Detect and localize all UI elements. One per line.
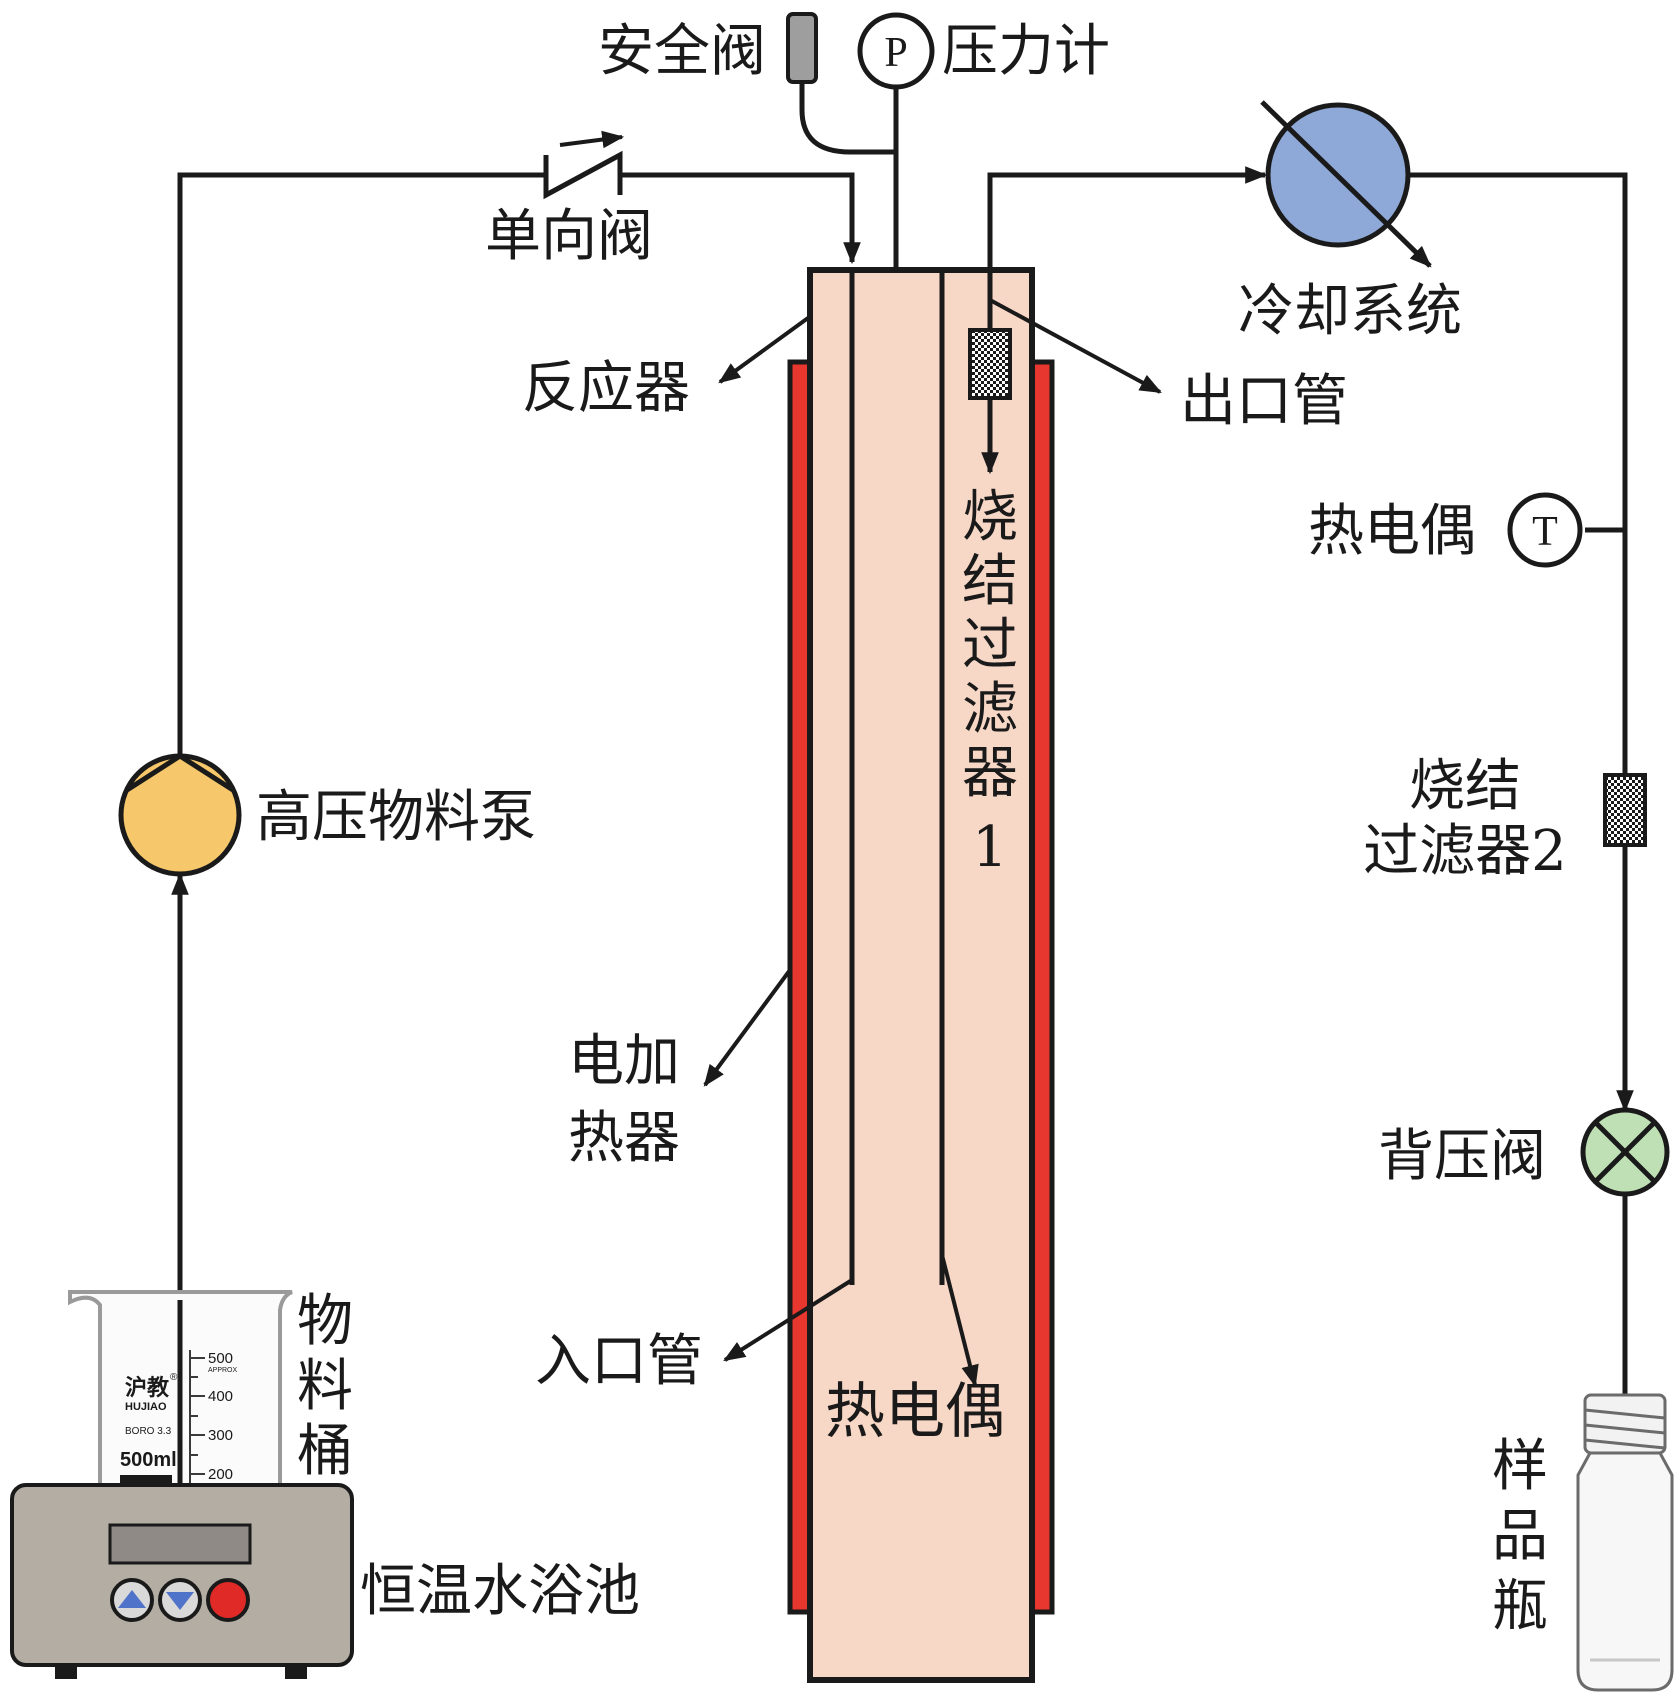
check-valve-icon (543, 130, 625, 200)
water-bath-icon (10, 1483, 354, 1679)
sinter-filter-1-char: 烧 (962, 485, 1018, 550)
high-pressure-pump-icon (118, 753, 242, 877)
sinter-filter-1-char: 器 (962, 741, 1018, 806)
sinter-filter-1-char: 过 (962, 613, 1018, 678)
beaker-registered: ® (170, 1372, 178, 1383)
electric-heater-label-line1: 电加 (568, 1029, 680, 1094)
sinter-filter-2-icon (1603, 773, 1647, 847)
cooling-system-icon (1260, 100, 1432, 268)
feed-line-to-reactor (620, 172, 861, 265)
sample-bottle-label: 样 品 瓶 (1492, 1434, 1548, 1639)
leader-reactor (718, 316, 810, 384)
thermocouple-right-label: 热电偶 (1308, 499, 1476, 564)
water-bath-label: 恒温水浴池 (360, 1559, 640, 1624)
reactor (787, 267, 1055, 1683)
material-bucket-label: 物 料 桶 (297, 1289, 353, 1484)
sinter-filter-2-label-line1: 烧结 (1409, 754, 1521, 819)
pressure-gauge-icon (857, 12, 935, 90)
beaker-tick-500: 500 (208, 1350, 233, 1367)
sinter-filter-1-label: 烧 结 过 滤 器 1 (962, 485, 1018, 880)
right-line-upper (1408, 172, 1628, 775)
bath-button-power (206, 1578, 250, 1622)
material-bucket-icon: 500 400 300 200 APPROX 沪教 ® HUJIAO BORO … (68, 1290, 293, 1502)
beaker-tick-200: 200 (208, 1466, 233, 1483)
sinter-filter-2-label-line2: 过滤器2 (1363, 819, 1567, 884)
beaker-approx: APPROX (208, 1367, 238, 1374)
sample-bottle-char: 品 (1492, 1504, 1548, 1569)
high-pressure-pump-label: 高压物料泵 (256, 785, 536, 850)
back-pressure-valve-icon (1580, 1107, 1670, 1197)
leader-thermocouple (940, 1254, 979, 1388)
feed-line-upper (177, 172, 546, 756)
pressure-gauge-symbol: P (884, 30, 907, 76)
back-pressure-valve-label: 背压阀 (1378, 1124, 1546, 1189)
thermocouple-right-icon (1507, 492, 1583, 568)
material-bucket-char: 料 (297, 1354, 353, 1419)
pressure-gauge-label: 压力计 (942, 19, 1110, 84)
reactor-label: 反应器 (522, 356, 690, 421)
thermocouple-symbol: T (1532, 509, 1558, 555)
material-bucket-char: 物 (297, 1289, 353, 1354)
beaker-glass: BORO 3.3 (125, 1426, 172, 1437)
check-valve-label: 单向阀 (485, 204, 653, 269)
beaker-tick-400: 400 (208, 1388, 233, 1405)
safety-valve-icon (786, 12, 818, 84)
bath-button-up (110, 1578, 154, 1622)
reactor-vessel (807, 267, 1035, 1683)
beaker-tick-300: 300 (208, 1427, 233, 1444)
outlet-tube-label: 出口管 (1180, 369, 1348, 434)
beaker-volume: 500ml (120, 1449, 177, 1471)
safety-valve-label: 安全阀 (598, 19, 766, 84)
sinter-filter-1-icon (968, 328, 1012, 400)
leader-arrows (703, 298, 1162, 1388)
sample-bottle-char: 样 (1492, 1434, 1548, 1499)
sample-bottle-icon (1576, 1393, 1674, 1692)
electric-heater-label-line2: 热器 (568, 1106, 680, 1171)
sample-bottle-char: 瓶 (1492, 1574, 1548, 1639)
sinter-filter-1-char: 滤 (962, 677, 1018, 742)
thermocouple-center-label: 热电偶 (825, 1377, 1005, 1447)
leader-inlet-tube (723, 1278, 854, 1362)
sinter-filter-1-char: 1 (972, 815, 1008, 880)
sinter-filter-1-char: 结 (962, 549, 1018, 614)
cooling-system-label: 冷却系统 (1238, 279, 1462, 344)
bath-button-down (158, 1578, 202, 1622)
leader-outlet-tube (989, 298, 1162, 394)
safety-valve-line (799, 80, 896, 155)
leader-heater (703, 968, 792, 1087)
material-bucket-char: 桶 (297, 1419, 353, 1484)
beaker-brand-cn: 沪教 (125, 1375, 170, 1401)
inlet-tube-label: 入口管 (535, 1329, 703, 1394)
beaker-brand-en: HUJIAO (125, 1401, 167, 1413)
